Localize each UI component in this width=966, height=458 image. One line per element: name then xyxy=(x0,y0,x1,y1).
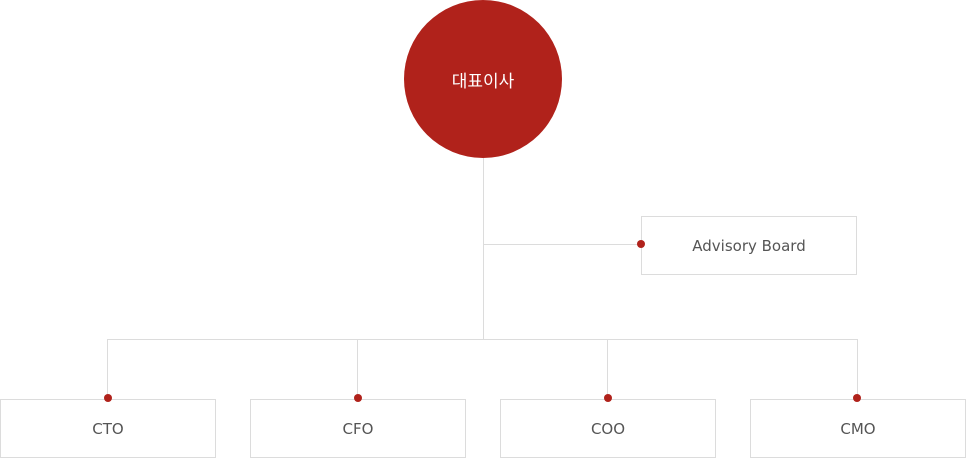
branch-line xyxy=(107,339,858,340)
cfo-node: CFO xyxy=(250,399,466,458)
coo-dot xyxy=(604,394,612,402)
coo-label: COO xyxy=(590,419,626,438)
cmo-label: CMO xyxy=(840,419,876,438)
advisory-connector xyxy=(483,244,641,245)
trunk-line xyxy=(483,158,484,340)
cmo-dot xyxy=(853,394,861,402)
cto-dot xyxy=(104,394,112,402)
cto-connector xyxy=(107,339,108,399)
cfo-label: CFO xyxy=(342,419,374,438)
ceo-label: 대표이사 xyxy=(451,71,515,92)
cto-label: CTO xyxy=(92,419,124,438)
cmo-node: CMO xyxy=(750,399,966,458)
advisory-board-label: Advisory Board xyxy=(692,236,806,255)
advisory-dot xyxy=(637,240,645,248)
cto-node: CTO xyxy=(0,399,216,458)
cfo-connector xyxy=(357,339,358,399)
cmo-connector xyxy=(857,339,858,399)
ceo-node: 대표이사 xyxy=(404,0,562,158)
coo-node: COO xyxy=(500,399,716,458)
coo-connector xyxy=(607,339,608,399)
advisory-board-node: Advisory Board xyxy=(641,216,857,275)
cfo-dot xyxy=(354,394,362,402)
